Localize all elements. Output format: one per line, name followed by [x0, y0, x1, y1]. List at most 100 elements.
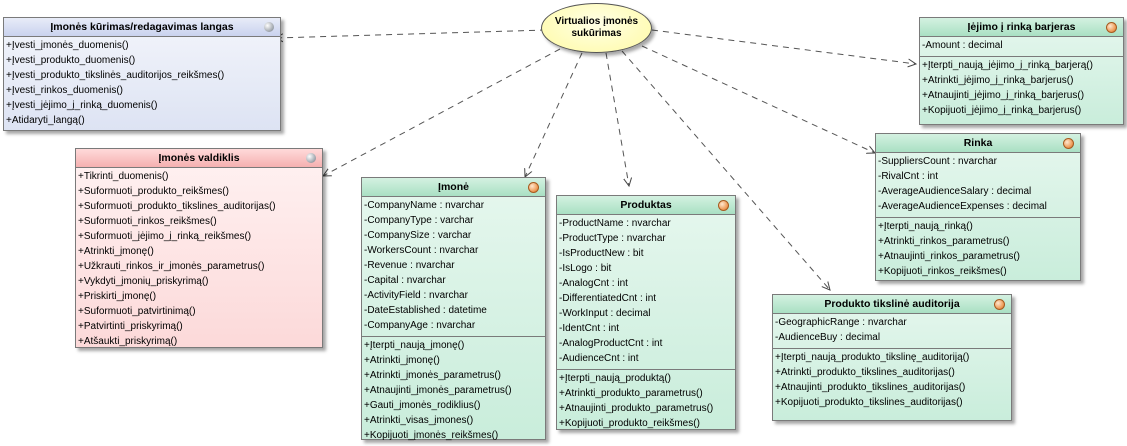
- operation: +Įterpti_naują_įmonę(): [364, 340, 465, 351]
- operation: +Įvesti_rinkos_duomenis(): [6, 85, 123, 96]
- operation: +Įvesti_įėjimo_į_rinką_duomenis(): [6, 100, 158, 111]
- attributes-section: -Amount : decimal: [920, 37, 1123, 56]
- entity-class-icon: [1106, 22, 1117, 33]
- class-title: Produkto tikslinė auditorija: [773, 295, 1011, 314]
- operation: +Suformuoti_įėjimo_į_rinką_reikšmes(): [78, 231, 252, 242]
- operation: +Atnaujinti_produkto_parametrus(): [559, 403, 714, 414]
- dependency-arrow-kurimas: [275, 29, 547, 38]
- operation: +Suformuoti_produkto_reikšmes(): [78, 186, 229, 197]
- attribute: -Amount : decimal: [922, 40, 1003, 51]
- operation: +Kopijuoti_produkto_reikšmes(): [559, 418, 700, 429]
- operation: +Įvesti_produkto_duomenis(): [6, 55, 136, 66]
- operation: +Atrinkti_įmonę(): [78, 246, 154, 257]
- attribute: -CompanyName : nvarchar: [364, 200, 485, 211]
- attribute: -IdentCnt : int: [559, 323, 620, 334]
- operations-section: +Įterpti_naują_produktą() +Atrinkti_prod…: [557, 369, 735, 434]
- attribute: -DifferentiatedCnt : int: [559, 293, 657, 304]
- class-title: Įėjimo į rinką barjeras: [920, 18, 1123, 37]
- attribute: -GeographicRange : nvarchar: [775, 317, 907, 328]
- operation: +Atnaujinti_produkto_tikslines_auditorij…: [775, 382, 966, 393]
- operation: +Atšaukti_priskyrimą(): [78, 336, 178, 347]
- entity-class-icon: [718, 200, 729, 211]
- operation: +Įterpti_naują_įėjimo_į_rinką_barjerą(): [922, 60, 1093, 71]
- attributes-section: -CompanyName : nvarchar -CompanyType : v…: [362, 197, 545, 336]
- dependency-arrow-rinka: [641, 45, 875, 153]
- operation: +Priskirti_įmonę(): [78, 291, 157, 302]
- operation: +Atrinkti_įmonę(): [364, 355, 440, 366]
- operations-section: +Tikrinti_duomenis() +Suformuoti_produkt…: [76, 168, 322, 352]
- operations-section: +Įterpti_naują_įėjimo_į_rinką_barjerą() …: [920, 56, 1123, 121]
- operation: +Atrinkti_produkto_tikslines_auditorijas…: [775, 367, 955, 378]
- operation: +Atnaujinti_rinkos_parametrus(): [878, 251, 1021, 262]
- class-rinka[interactable]: Rinka -SuppliersCount : nvarchar -RivalC…: [875, 133, 1081, 281]
- attribute: -ActivityField : nvarchar: [364, 290, 468, 301]
- operation: +Atrinkti_įėjimo_į_rinką_barjerus(): [922, 75, 1074, 86]
- operation: +Tikrinti_duomenis(): [78, 171, 169, 182]
- entity-class-icon: [994, 299, 1005, 310]
- class-title: Produktas: [557, 196, 735, 215]
- class-imones-valdiklis[interactable]: Įmonės valdiklis +Tikrinti_duomenis() +S…: [75, 148, 323, 348]
- usecase-label: Virtualios įmonės sukūrimas: [554, 16, 639, 39]
- class-title: Įmonės kūrimas/redagavimas langas: [4, 18, 280, 37]
- attribute: -DateEstablished : datetime: [364, 305, 487, 316]
- operation: +Atrinkti_rinkos_parametrus(): [878, 236, 1010, 247]
- operation: +Vykdyti_įmonių_priskyrimą(): [78, 276, 209, 287]
- attribute: -AverageAudienceSalary : decimal: [878, 186, 1032, 197]
- usecase-ellipse[interactable]: Virtualios įmonės sukūrimas: [541, 3, 652, 53]
- operations-section: +Įterpti_naują_rinką() +Atrinkti_rinkos_…: [876, 217, 1080, 282]
- attribute: -Capital : nvarchar: [364, 275, 446, 286]
- attribute: -RivalCnt : int: [878, 171, 939, 182]
- attribute: -CompanySize : varchar: [364, 230, 472, 241]
- attribute: -WorkersCount : nvarchar: [364, 245, 479, 256]
- class-title: Įmonė: [362, 178, 545, 197]
- dependency-arrow-barjeras: [651, 29, 916, 64]
- operation: +Įterpti_naują_produkto_tikslinę_auditor…: [775, 352, 970, 363]
- attributes-section: -SuppliersCount : nvarchar -RivalCnt : i…: [876, 153, 1080, 217]
- operation: +Kopijuoti_įmonės_reikšmes(): [364, 430, 499, 441]
- attributes-section: -GeographicRange : nvarchar -AudienceBuy…: [773, 314, 1011, 348]
- attribute: -AudienceBuy : decimal: [775, 332, 881, 343]
- dependency-arrow-imone: [525, 52, 583, 177]
- class-imones-kurimas-langas[interactable]: Įmonės kūrimas/redagavimas langas +Įvest…: [3, 17, 281, 131]
- boundary-class-icon: [264, 22, 274, 32]
- operation: +Atidaryti_langą(): [6, 115, 85, 126]
- attribute: -AnalogCnt : int: [559, 278, 628, 289]
- operation: +Atrinkti_produkto_parametrus(): [559, 388, 703, 399]
- attributes-section: -ProductName : nvarchar -ProductType : n…: [557, 215, 735, 369]
- operation: +Atrinkti_įmonės_parametrus(): [364, 370, 501, 381]
- attribute: -Revenue : nvarchar: [364, 260, 455, 271]
- operation: +Atnaujinti_įėjimo_į_rinką_barjerus(): [922, 90, 1085, 101]
- operation: +Atrinkti_visas_įmones(): [364, 415, 474, 426]
- operation: +Suformuoti_patvirtinimą(): [78, 306, 196, 317]
- operations-section: +Įterpti_naują_produkto_tikslinę_auditor…: [773, 348, 1011, 413]
- attribute: -SuppliersCount : nvarchar: [878, 156, 997, 167]
- operations-section: +Įvesti_įmonės_duomenis() +Įvesti_produk…: [4, 37, 280, 131]
- entity-class-icon: [1063, 138, 1074, 149]
- operation: +Kopijuoti_produkto_tikslines_auditorija…: [775, 397, 963, 408]
- attribute: -WorkInput : decimal: [559, 308, 651, 319]
- class-tiksline-auditorija[interactable]: Produkto tikslinė auditorija -Geographic…: [772, 294, 1012, 421]
- class-title: Rinka: [876, 134, 1080, 153]
- class-produktas[interactable]: Produktas -ProductName : nvarchar -Produ…: [556, 195, 736, 430]
- operation: +Įvesti_įmonės_duomenis(): [6, 40, 129, 51]
- class-imone[interactable]: Įmonė -CompanyName : nvarchar -CompanyTy…: [361, 177, 546, 441]
- operation: +Įvesti_produkto_tikslinės_auditorijos_r…: [6, 70, 225, 81]
- attribute: -CompanyType : varchar: [364, 215, 474, 226]
- attribute: -AnalogProductCnt : int: [559, 338, 663, 349]
- class-iejimo-barjeras[interactable]: Įėjimo į rinką barjeras -Amount : decima…: [919, 17, 1124, 125]
- operation: +Užkrauti_rinkos_ir_įmonės_parametrus(): [78, 261, 265, 272]
- operation: +Kopijuoti_įėjimo_į_rinką_barjerus(): [922, 105, 1082, 116]
- operation: +Įterpti_naują_rinką(): [878, 221, 973, 232]
- attribute: -IsLogo : bit: [559, 263, 612, 274]
- control-class-icon: [306, 153, 316, 163]
- entity-class-icon: [528, 182, 539, 193]
- operation: +Atnaujinti_įmonės_parametrus(): [364, 385, 512, 396]
- attribute: -CompanyAge : nvarchar: [364, 320, 476, 331]
- attribute: -AudienceCnt : int: [559, 353, 639, 364]
- attribute: -ProductType : nvarchar: [559, 233, 666, 244]
- dependency-arrow-valdiklis: [323, 48, 561, 176]
- operation: +Patvirtinti_priskyrimą(): [78, 321, 183, 332]
- operation: +Suformuoti_produkto_tikslines_auditorij…: [78, 201, 276, 212]
- attribute: -ProductName : nvarchar: [559, 218, 671, 229]
- operation: +Suformuoti_rinkos_reikšmes(): [78, 216, 217, 227]
